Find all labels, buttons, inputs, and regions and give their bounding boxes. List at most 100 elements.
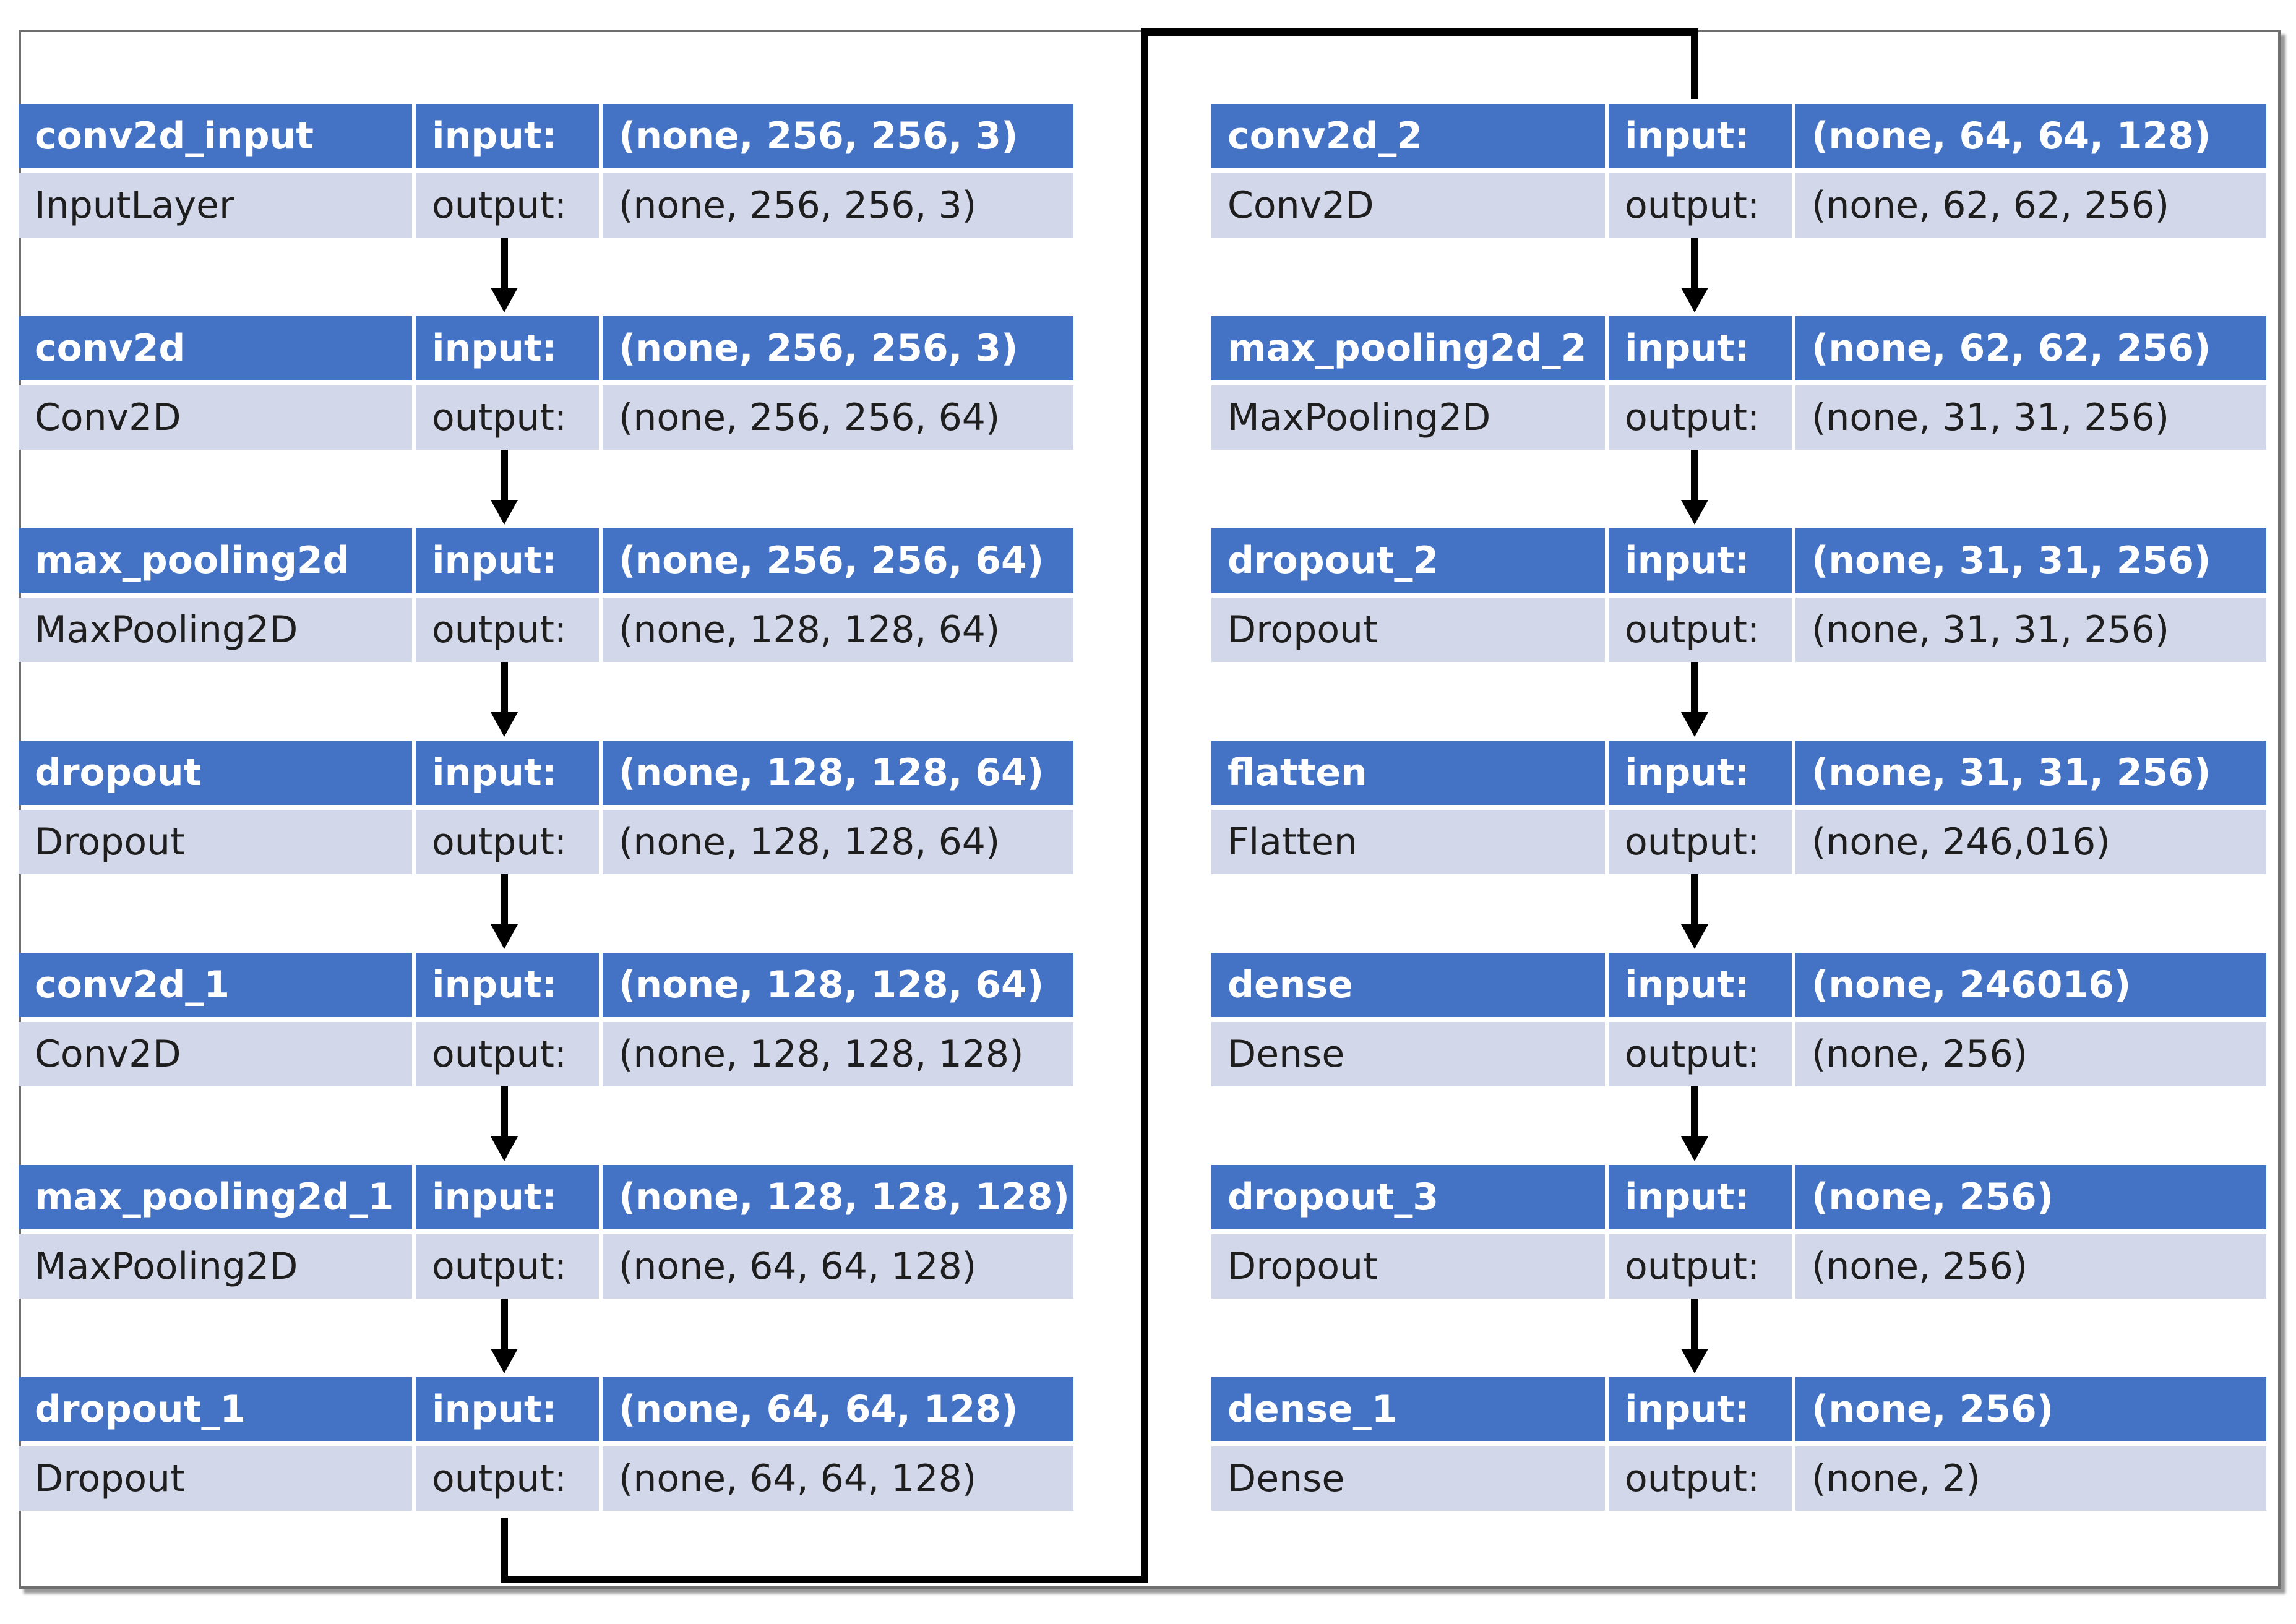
input-label: input: bbox=[416, 1165, 599, 1229]
arrow-head bbox=[491, 712, 518, 737]
layer-type: Dropout bbox=[19, 1446, 412, 1511]
input-shape: (none, 128, 128, 128) bbox=[603, 1165, 1073, 1229]
layer-type: MaxPooling2D bbox=[19, 1234, 412, 1299]
layer-type: Dropout bbox=[19, 810, 412, 874]
layer-type: Conv2D bbox=[19, 1022, 412, 1086]
input-shape: (none, 256) bbox=[1795, 1377, 2266, 1441]
output-label: output: bbox=[1609, 810, 1792, 874]
output-label: output: bbox=[1609, 385, 1792, 450]
output-shape: (none, 62, 62, 256) bbox=[1795, 173, 2266, 238]
input-label: input: bbox=[1609, 528, 1792, 593]
arrow-head bbox=[491, 1349, 518, 1373]
output-shape: (none, 128, 128, 128) bbox=[603, 1022, 1073, 1086]
layer-name: conv2d bbox=[19, 316, 412, 380]
layer-name: flatten bbox=[1211, 741, 1605, 805]
input-label: input: bbox=[1609, 1165, 1792, 1229]
layer-type: Dense bbox=[1211, 1446, 1605, 1511]
input-label: input: bbox=[1609, 953, 1792, 1017]
input-label: input: bbox=[416, 953, 599, 1017]
output-label: output: bbox=[416, 385, 599, 450]
input-label: input: bbox=[416, 316, 599, 380]
layer-type: Conv2D bbox=[1211, 173, 1605, 238]
diagram-frame bbox=[19, 30, 2281, 1589]
output-label: output: bbox=[1609, 1022, 1792, 1086]
arrow-head bbox=[491, 288, 518, 312]
output-label: output: bbox=[416, 1446, 599, 1511]
output-shape: (none, 2) bbox=[1795, 1446, 2266, 1511]
input-shape: (none, 256, 256, 3) bbox=[603, 104, 1073, 168]
arrow-head bbox=[1681, 1349, 1708, 1373]
layer-name: dropout_3 bbox=[1211, 1165, 1605, 1229]
input-label: input: bbox=[1609, 316, 1792, 380]
output-shape: (none, 256) bbox=[1795, 1234, 2266, 1299]
output-shape: (none, 64, 64, 128) bbox=[603, 1234, 1073, 1299]
output-label: output: bbox=[1609, 598, 1792, 662]
layer-type: MaxPooling2D bbox=[19, 598, 412, 662]
layer-name: conv2d_2 bbox=[1211, 104, 1605, 168]
output-shape: (none, 256, 256, 64) bbox=[603, 385, 1073, 450]
output-shape: (none, 128, 128, 64) bbox=[603, 810, 1073, 874]
layer-type: Dropout bbox=[1211, 598, 1605, 662]
output-shape: (none, 256) bbox=[1795, 1022, 2266, 1086]
input-shape: (none, 64, 64, 128) bbox=[603, 1377, 1073, 1441]
layer-type: Dropout bbox=[1211, 1234, 1605, 1299]
layer-type: Dense bbox=[1211, 1022, 1605, 1086]
arrow-head bbox=[1681, 924, 1708, 949]
layer-type: Flatten bbox=[1211, 810, 1605, 874]
input-label: input: bbox=[416, 741, 599, 805]
input-shape: (none, 62, 62, 256) bbox=[1795, 316, 2266, 380]
input-shape: (none, 31, 31, 256) bbox=[1795, 528, 2266, 593]
layer-name: conv2d_input bbox=[19, 104, 412, 168]
layer-name: dense bbox=[1211, 953, 1605, 1017]
input-label: input: bbox=[1609, 741, 1792, 805]
arrow-head bbox=[1681, 288, 1708, 312]
input-label: input: bbox=[1609, 104, 1792, 168]
layer-type: MaxPooling2D bbox=[1211, 385, 1605, 450]
flow-arrows bbox=[491, 238, 1708, 1373]
input-shape: (none, 128, 128, 64) bbox=[603, 953, 1073, 1017]
arrow-head bbox=[491, 1136, 518, 1161]
input-shape: (none, 246016) bbox=[1795, 953, 2266, 1017]
layer-name: max_pooling2d bbox=[19, 528, 412, 593]
output-shape: (none, 128, 128, 64) bbox=[603, 598, 1073, 662]
arrow-head bbox=[491, 924, 518, 949]
input-shape: (none, 64, 64, 128) bbox=[1795, 104, 2266, 168]
layer-name: conv2d_1 bbox=[19, 953, 412, 1017]
layer-type: Conv2D bbox=[19, 385, 412, 450]
arrow-head bbox=[1681, 500, 1708, 525]
input-shape: (none, 256) bbox=[1795, 1165, 2266, 1229]
input-label: input: bbox=[1609, 1377, 1792, 1441]
